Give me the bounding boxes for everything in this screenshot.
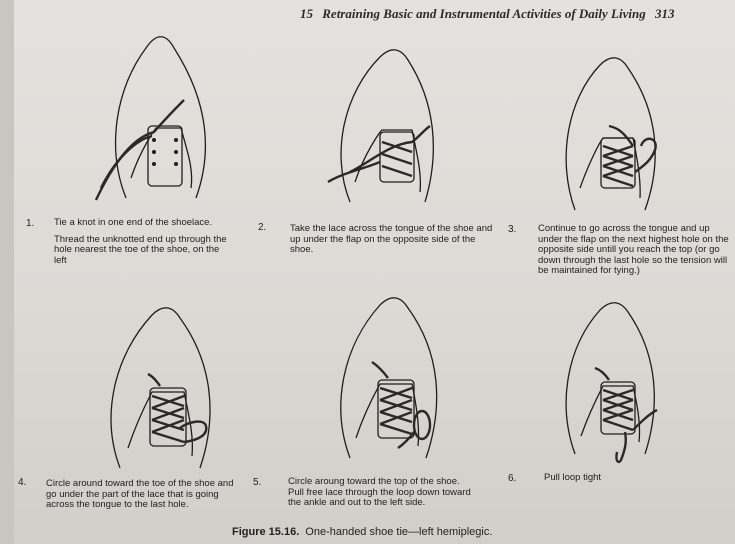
step-caption-3: Continue to go across the tongue and up … <box>538 224 733 283</box>
shoe-illustration-step-3 <box>545 50 705 220</box>
shoe-illustration-step-1 <box>86 28 246 208</box>
step-number-5: 5. <box>253 477 261 488</box>
step-number-3: 3. <box>508 224 516 235</box>
step-caption-4: Circle around toward the toe of the shoe… <box>46 479 246 517</box>
step-number-2: 2. <box>258 222 266 233</box>
step-6-paragraph-1: Pull loop tight <box>544 473 694 484</box>
step-caption-5: Circle aroung toward the top of the shoe… <box>288 477 478 515</box>
step-2-paragraph-1: Take the lace across the tongue of the s… <box>290 224 495 256</box>
step-caption-1: Tie a knot in one end of the shoelace. T… <box>54 218 234 272</box>
step-5-paragraph-1: Circle aroung toward the top of the shoe… <box>288 477 478 509</box>
step-number-4: 4. <box>18 477 26 488</box>
page-number: 313 <box>655 6 675 21</box>
step-number-6: 6. <box>508 473 516 484</box>
chapter-title: Retraining Basic and Instrumental Activi… <box>322 6 645 21</box>
shoe-illustration-step-2 <box>320 42 480 212</box>
step-caption-2: Take the lace across the tongue of the s… <box>290 224 495 262</box>
figure-caption: Figure 15.16. One-handed shoe tie—left he… <box>232 526 492 538</box>
step-3-paragraph-1: Continue to go across the tongue and up … <box>538 224 733 277</box>
step-1-paragraph-1: Tie a knot in one end of the shoelace. <box>54 218 234 229</box>
running-header: 15 Retraining Basic and Instrumental Act… <box>300 6 720 22</box>
step-4-paragraph-1: Circle around toward the toe of the shoe… <box>46 479 246 511</box>
figure-label: Figure 15.16. <box>232 526 299 538</box>
shoe-illustration-step-4 <box>90 300 260 475</box>
shoe-illustration-step-6 <box>545 292 705 467</box>
step-number-1: 1. <box>26 218 34 229</box>
figure-caption-text: One-handed shoe tie—left hemiplegic. <box>305 526 492 538</box>
chapter-number: 15 <box>300 6 313 21</box>
shoe-illustration-step-5 <box>318 290 488 465</box>
step-caption-6: Pull loop tight <box>544 473 694 490</box>
step-1-paragraph-2: Thread the unknotted end up through the … <box>54 235 234 267</box>
